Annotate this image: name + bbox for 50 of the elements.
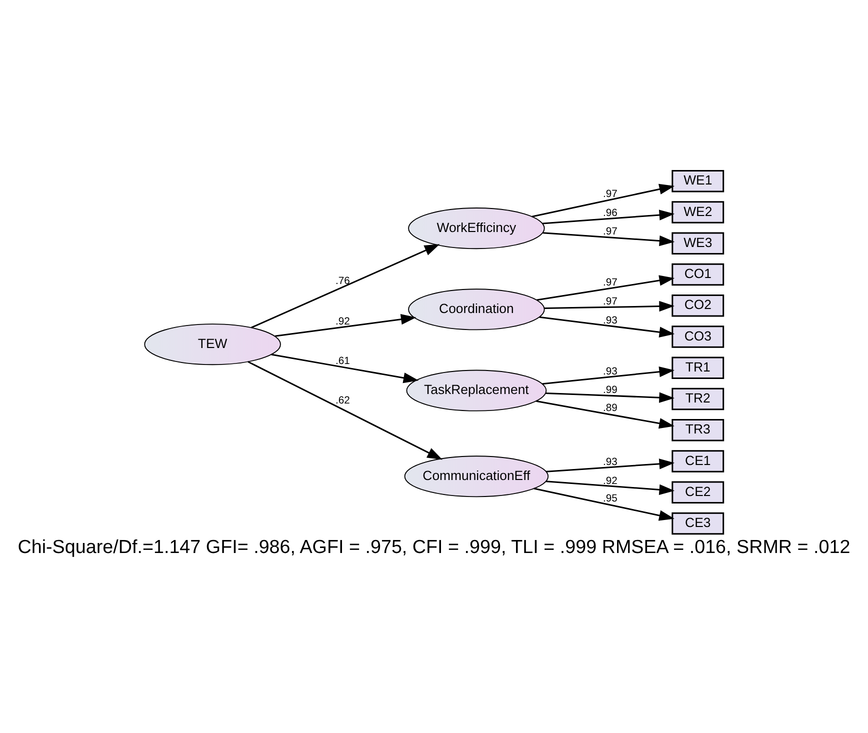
arrow [532, 184, 675, 218]
edge-label: .93 [602, 315, 618, 326]
node-box: TR1 [672, 356, 724, 380]
node-box: CE2 [672, 481, 724, 504]
edge-label: .95 [602, 494, 618, 505]
edge-label: .93 [602, 456, 618, 468]
node-ellipse: TEW [144, 324, 281, 366]
node-ellipse: WorkEfficincy [408, 208, 545, 250]
edge-label: .76 [336, 276, 350, 287]
arrow [251, 244, 440, 328]
edge-label: .97 [602, 226, 618, 238]
edge-label: .62 [336, 396, 350, 407]
edge-label: .89 [602, 403, 618, 414]
node-box: CO3 [672, 326, 724, 348]
arrow [546, 458, 675, 472]
node-box: WE3 [672, 232, 724, 255]
node-box: TR3 [672, 419, 724, 442]
arrow [544, 300, 674, 312]
edge-label: .61 [336, 356, 350, 367]
node-ellipse: Coordination [408, 288, 545, 330]
edge-label: .93 [602, 366, 618, 378]
edge-label: .92 [602, 476, 618, 487]
arrow [248, 361, 443, 460]
arrow [271, 354, 419, 384]
edge-label: .97 [602, 188, 618, 200]
arrow [274, 314, 416, 337]
edge-label: .92 [336, 316, 350, 328]
node-box: CE3 [672, 512, 724, 535]
arrow [539, 316, 675, 338]
node-box: TR2 [672, 388, 724, 410]
arrow [546, 480, 675, 496]
node-box: CE1 [672, 450, 724, 472]
caption: Chi-Square/Df.=1.147 GFI= .986, AGFI = .975, CFI = .999, TLI = .999 RMSEA = .016, SRMR = .012 [18, 536, 850, 557]
edge-label: .96 [602, 208, 618, 219]
arrow [536, 275, 675, 301]
arrow [542, 210, 675, 224]
node-ellipse: TaskReplacement [406, 370, 547, 412]
edge-label: .97 [602, 278, 618, 289]
edge-label: .99 [602, 385, 618, 396]
arrow [546, 392, 674, 403]
node-box: WE2 [672, 201, 724, 224]
arrow [534, 488, 674, 521]
arrow [542, 366, 675, 385]
arrow [542, 232, 675, 246]
node-box: CO1 [672, 263, 724, 286]
node-box: CO2 [672, 294, 724, 317]
edge-label: .97 [602, 296, 618, 308]
arrow [536, 400, 674, 429]
node-ellipse: CommunicationEff [404, 456, 549, 498]
node-box: WE1 [672, 170, 724, 192]
